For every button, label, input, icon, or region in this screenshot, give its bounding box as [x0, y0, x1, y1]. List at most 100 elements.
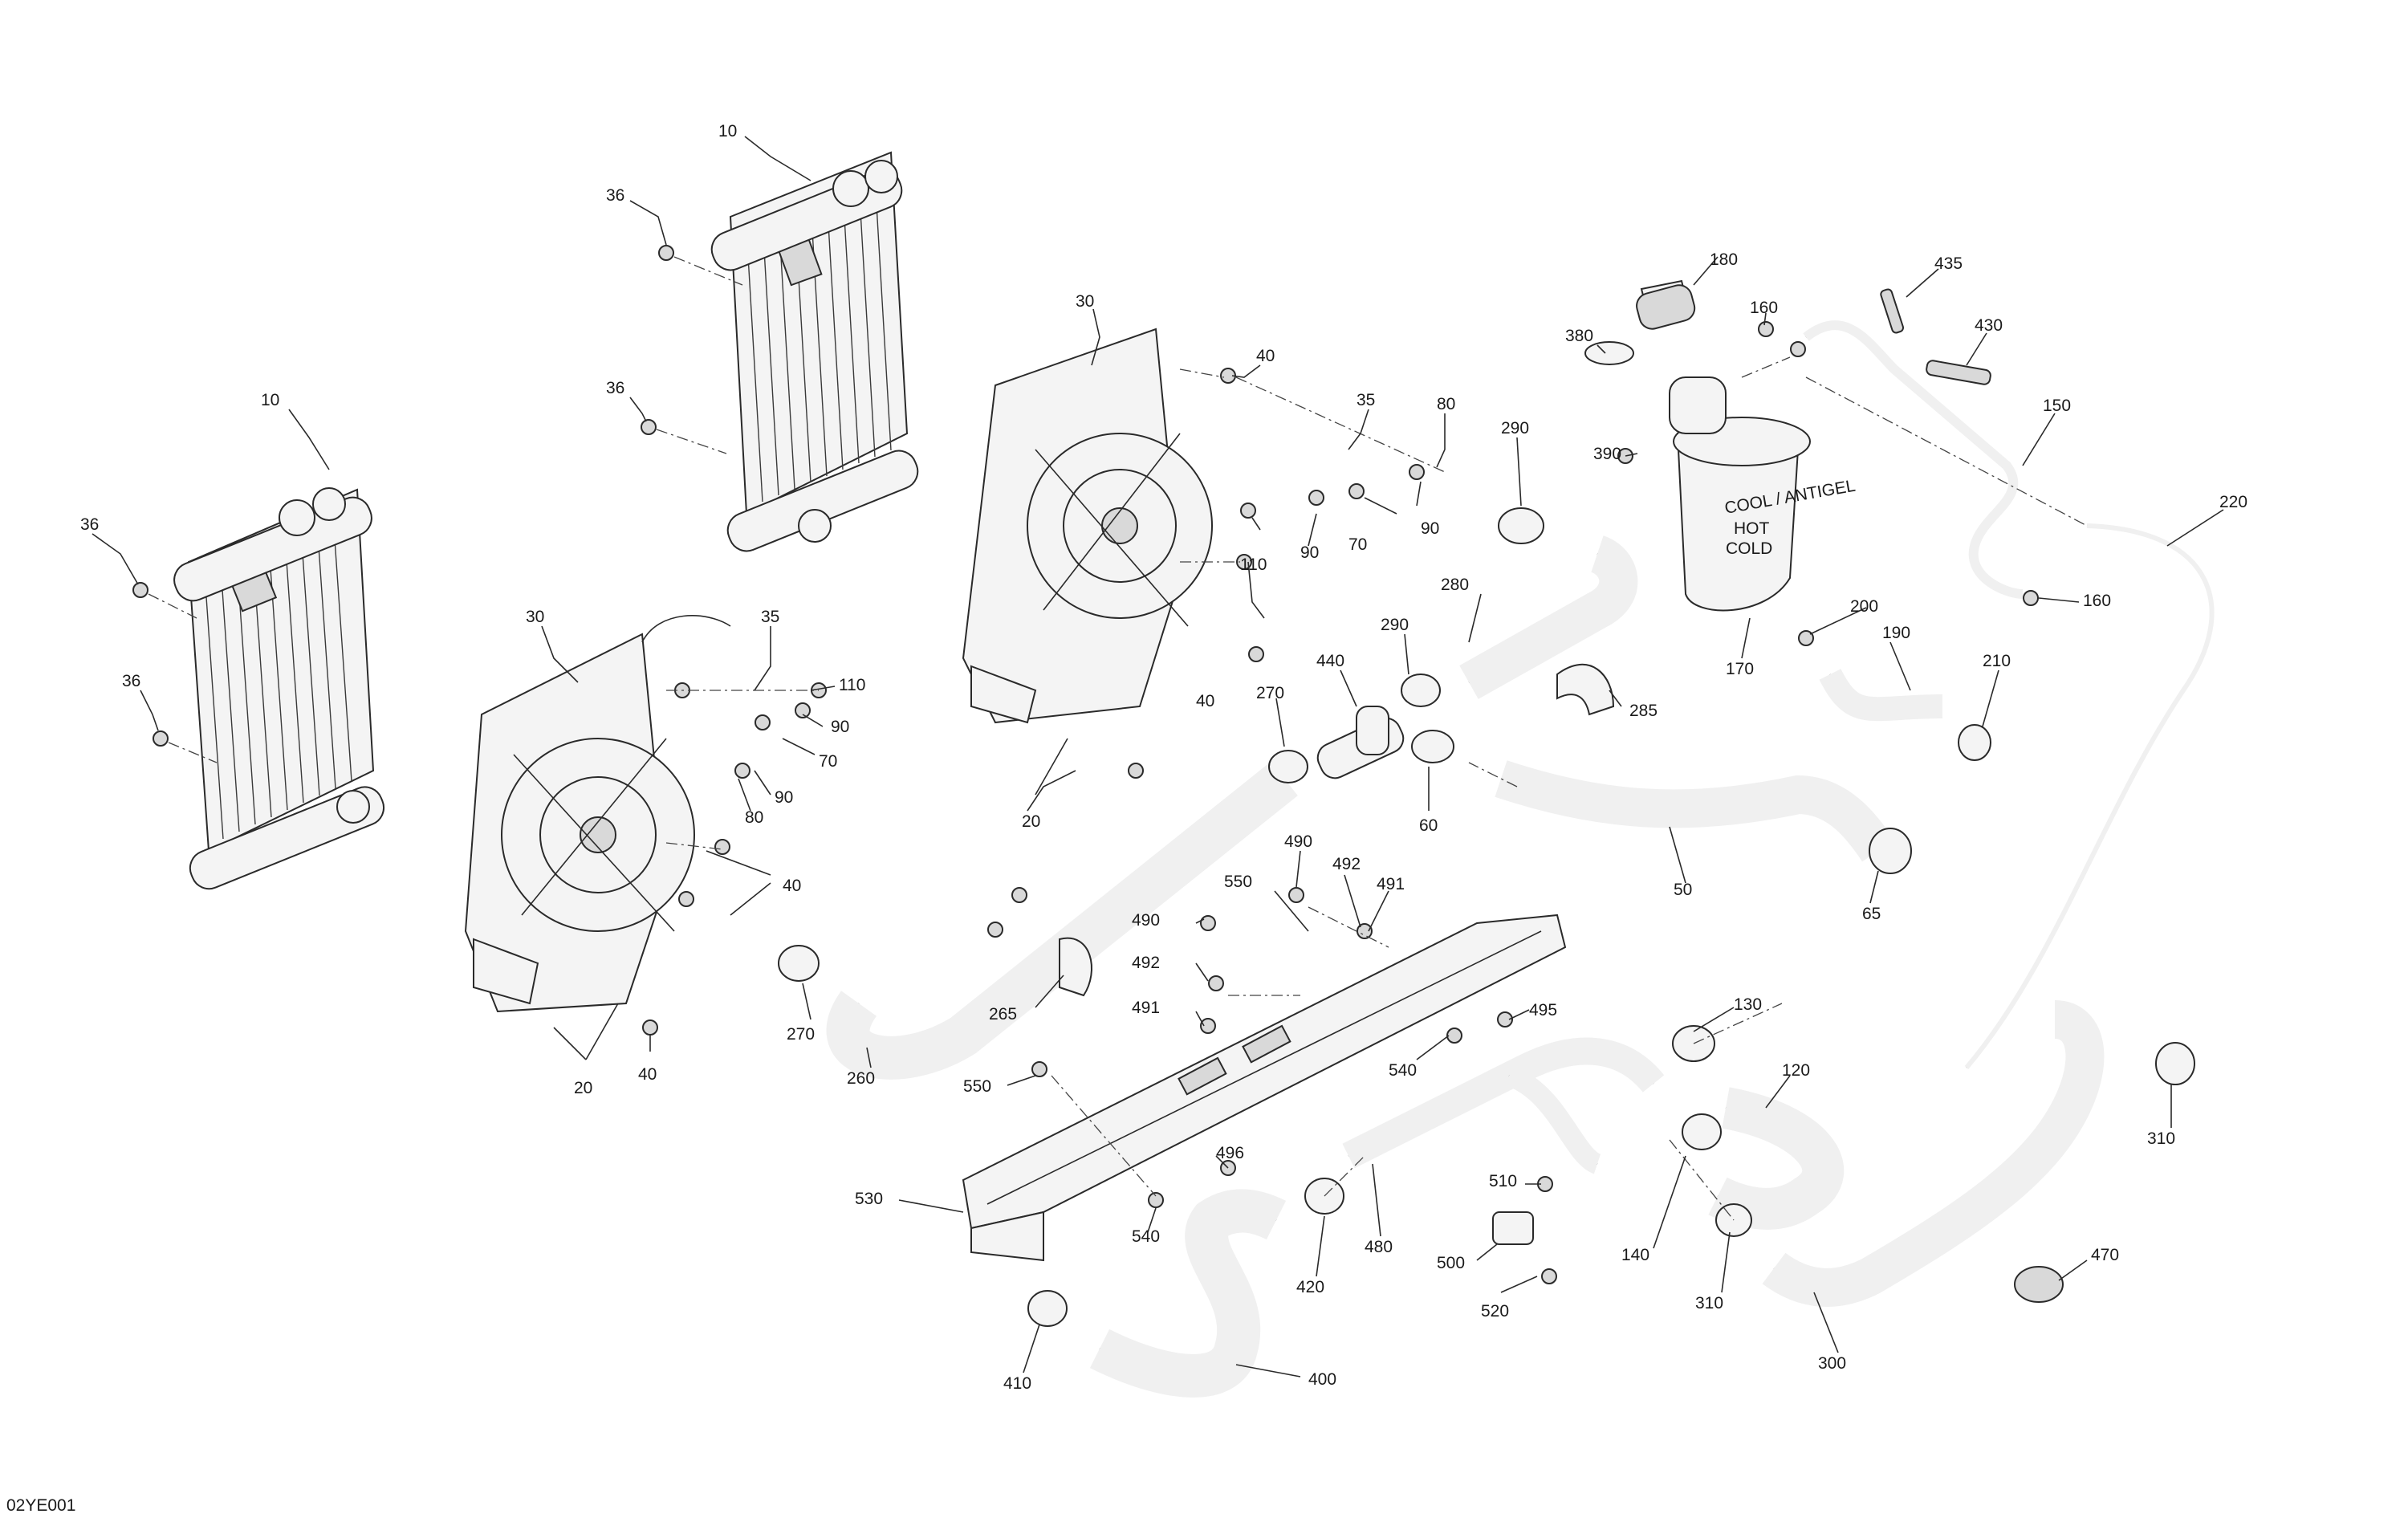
callout-280: 280 — [1441, 576, 1469, 594]
diagram-code: 02YE001 — [6, 1496, 75, 1515]
clamp-410 — [1027, 1290, 1068, 1327]
callout-20-lower: 20 — [574, 1079, 592, 1097]
tube-430 — [1926, 360, 1991, 385]
callout-120: 120 — [1782, 1061, 1810, 1080]
callout-492-top: 492 — [1332, 855, 1361, 873]
callout-60: 60 — [1419, 816, 1438, 835]
clamp-270b — [778, 945, 820, 982]
hose-260 — [826, 761, 1298, 1080]
callout-130: 130 — [1734, 995, 1762, 1014]
tank-print-hot: HOT — [1734, 519, 1770, 538]
bracket-500 — [1492, 1211, 1534, 1245]
clamp-310b — [2155, 1042, 2195, 1085]
callout-36-lower-b: 36 — [122, 672, 140, 690]
callout-420: 420 — [1296, 1278, 1324, 1296]
callout-36-lower-a: 36 — [80, 515, 99, 534]
hose-120 — [1708, 1087, 1845, 1230]
hose-400 — [1089, 1189, 1287, 1398]
callout-491-left: 491 — [1132, 999, 1160, 1017]
radiator-lower — [173, 487, 385, 890]
callout-300: 300 — [1818, 1354, 1846, 1373]
callout-265: 265 — [989, 1005, 1017, 1023]
callout-190: 190 — [1882, 624, 1910, 642]
callout-36-upper-b: 36 — [606, 379, 624, 397]
radiator-cap-180 — [1636, 284, 1696, 330]
callout-550-top: 550 — [1224, 873, 1252, 891]
callout-10-lower: 10 — [261, 391, 279, 409]
callout-80-lower: 80 — [745, 808, 763, 827]
overflow-hose-150 — [1803, 320, 2024, 599]
clamp-285 — [1556, 663, 1615, 716]
callout-495: 495 — [1529, 1001, 1557, 1019]
callout-70-upper: 70 — [1348, 535, 1367, 554]
clamp-210 — [1958, 724, 1991, 761]
hose-50 — [1495, 760, 1894, 862]
tee-fitting-440 — [1316, 706, 1405, 779]
callout-490-top: 490 — [1284, 832, 1312, 851]
callout-470: 470 — [2091, 1246, 2119, 1264]
callout-36-upper-a: 36 — [606, 186, 624, 205]
callout-160-upper: 160 — [1750, 299, 1778, 317]
callout-20-upper: 20 — [1022, 812, 1040, 831]
callout-30-upper: 30 — [1076, 292, 1094, 311]
callout-285: 285 — [1629, 702, 1658, 720]
callout-150: 150 — [2043, 397, 2071, 415]
callout-210: 210 — [1983, 652, 2011, 670]
callout-270-upper: 270 — [1256, 684, 1284, 702]
callout-40-upper-top: 40 — [1256, 347, 1275, 365]
callout-400: 400 — [1308, 1370, 1336, 1389]
callout-510: 510 — [1489, 1172, 1517, 1190]
callout-530: 530 — [855, 1190, 883, 1208]
callout-540-right: 540 — [1389, 1061, 1417, 1080]
callout-30-lower: 30 — [526, 608, 544, 626]
clamp-290b — [1401, 673, 1441, 707]
clamp-265 — [1059, 937, 1092, 997]
callout-40-upper-bottom: 40 — [1196, 692, 1214, 710]
callout-220: 220 — [2219, 493, 2247, 511]
callout-550-left: 550 — [963, 1077, 991, 1096]
hose-190 — [1819, 669, 1943, 722]
assembly-lines — [148, 256, 2088, 1221]
callout-50: 50 — [1674, 881, 1692, 899]
clamp-65 — [1869, 828, 1912, 874]
callout-90-lower-b: 90 — [775, 788, 793, 807]
callout-310-right: 310 — [2147, 1129, 2175, 1148]
callout-200: 200 — [1850, 597, 1878, 616]
callout-492-left: 492 — [1132, 954, 1160, 972]
callout-410: 410 — [1003, 1374, 1031, 1393]
callout-140: 140 — [1621, 1246, 1649, 1264]
hose-280 — [1459, 535, 1638, 699]
callout-90-upper-a: 90 — [1300, 543, 1319, 562]
callout-160-lower: 160 — [2083, 592, 2111, 610]
callout-70-lower: 70 — [819, 752, 837, 771]
clamps — [778, 288, 2195, 1327]
callout-270-lower: 270 — [787, 1025, 815, 1044]
callout-440: 440 — [1316, 652, 1344, 670]
callout-110-upper: 110 — [1240, 555, 1267, 574]
radiator-upper — [710, 151, 919, 552]
callout-170: 170 — [1726, 660, 1754, 678]
clamp-60 — [1411, 730, 1454, 763]
y-pipe-480 — [1342, 1037, 1665, 1174]
clamp-470 — [2014, 1266, 2064, 1303]
callout-110-lower: 110 — [839, 676, 865, 694]
callout-496: 496 — [1216, 1144, 1244, 1162]
callout-390: 390 — [1593, 445, 1621, 463]
callout-500: 500 — [1437, 1254, 1465, 1272]
hose-300 — [1762, 1000, 2105, 1307]
callout-435: 435 — [1934, 254, 1963, 273]
tank-print-cold: COLD — [1726, 539, 1772, 558]
callout-180: 180 — [1710, 250, 1738, 269]
callout-480: 480 — [1365, 1238, 1393, 1256]
callout-540-bottom: 540 — [1132, 1227, 1160, 1246]
callout-labels: 10 36 36 10 36 36 30 35 40 80 110 90 70 … — [80, 122, 2247, 1393]
tube-435 — [1880, 288, 1905, 334]
callout-491-top: 491 — [1377, 875, 1405, 893]
fan-shroud-upper — [962, 328, 1213, 724]
callout-490-left: 490 — [1132, 911, 1160, 930]
callout-380: 380 — [1565, 327, 1593, 345]
callout-520: 520 — [1481, 1302, 1509, 1320]
callout-310-lower: 310 — [1695, 1294, 1723, 1312]
callout-90-lower-a: 90 — [831, 718, 849, 736]
clamp-140 — [1682, 1113, 1722, 1150]
